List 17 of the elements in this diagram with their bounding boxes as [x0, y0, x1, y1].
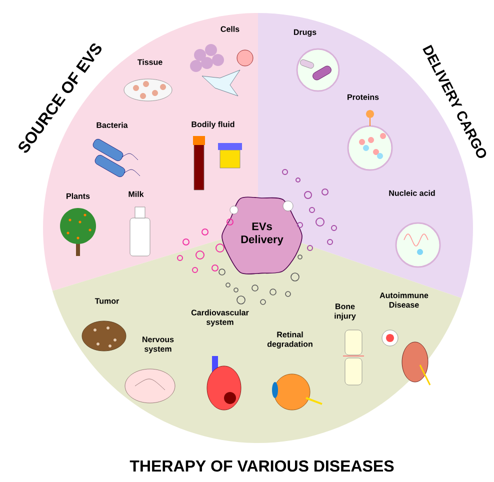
item-label: Nervous system: [142, 336, 174, 354]
item-label: Cells: [220, 26, 240, 32]
item-label: Bacteria: [96, 122, 128, 128]
item-label: Retinal degradation: [267, 332, 312, 348]
item-label: Bone injury: [334, 304, 356, 320]
item-label: Bodily fluid: [192, 121, 234, 129]
item-label: Tissue: [138, 59, 162, 65]
item-label: Drugs: [294, 29, 316, 37]
item-label: Proteins: [348, 94, 379, 100]
item-label: Cardiovascular system: [191, 310, 249, 326]
node-label: THERAPY OF VARIOUS DISEASES: [130, 460, 394, 472]
vesicle-blob: EVs Delivery: [222, 196, 302, 274]
item-label: Nucleic acid: [389, 190, 435, 196]
item-label: Tumor: [94, 298, 120, 304]
item-label: Plants: [66, 193, 90, 199]
item-label: Milk: [128, 191, 144, 197]
item-label: Autoimmune Disease: [380, 292, 428, 308]
